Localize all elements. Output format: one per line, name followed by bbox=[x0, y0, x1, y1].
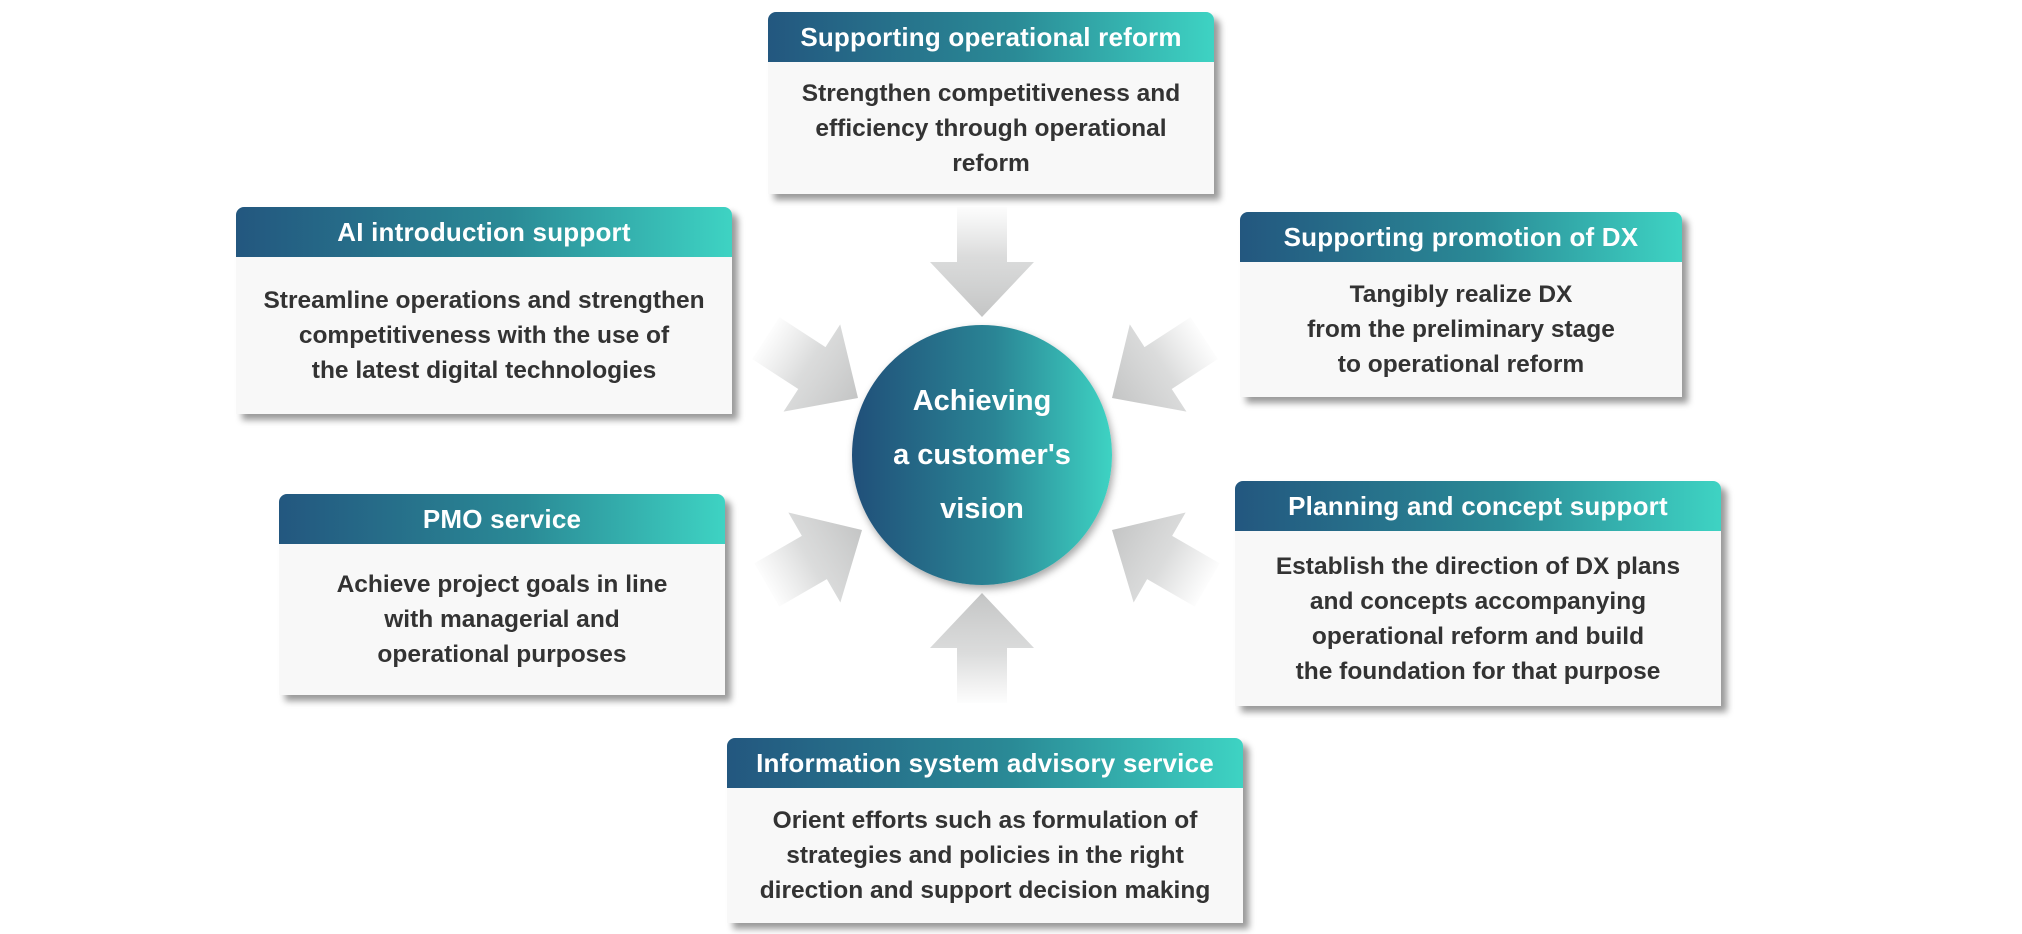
card-title: PMO service bbox=[279, 494, 725, 544]
card-description: Orient efforts such as formulation of st… bbox=[759, 807, 1211, 904]
card-title: Information system advisory service bbox=[727, 738, 1243, 788]
arrow-top-right bbox=[1112, 317, 1218, 412]
arrow-top-left bbox=[752, 317, 858, 412]
card-planning-and-concept-support: Planning and concept support Establish t… bbox=[1235, 481, 1721, 706]
card-description: Achieve project goals in line with manag… bbox=[336, 571, 668, 668]
card-description: Streamline operations and strengthen com… bbox=[263, 287, 705, 384]
card-description: Strengthen competitiveness and efficienc… bbox=[801, 79, 1181, 177]
card-ai-introduction-support: AI introduction support Streamline opera… bbox=[236, 207, 732, 414]
card-title: AI introduction support bbox=[236, 207, 732, 257]
card-title: Supporting promotion of DX bbox=[1240, 212, 1682, 262]
arrow-bottom bbox=[930, 593, 1034, 703]
card-supporting-promotion-of-dx: Supporting promotion of DX Tangibly real… bbox=[1240, 212, 1682, 397]
center-vision-circle: Achieving a customer's vision bbox=[852, 325, 1112, 585]
card-information-system-advisory-service: Information system advisory service Orie… bbox=[727, 738, 1243, 923]
card-title: Planning and concept support bbox=[1235, 481, 1721, 531]
card-description: Establish the direction of DX plans and … bbox=[1275, 552, 1681, 685]
card-pmo-service: PMO service Achieve project goals in lin… bbox=[279, 494, 725, 695]
arrow-top bbox=[930, 207, 1034, 317]
card-supporting-operational-reform: Supporting operational reform Strengthen… bbox=[768, 12, 1214, 194]
center-vision-text: Achieving a customer's vision bbox=[893, 385, 1071, 525]
card-description: Tangibly realize DX from the preliminary… bbox=[1307, 281, 1615, 378]
arrow-bottom-right bbox=[1112, 512, 1220, 607]
card-title: Supporting operational reform bbox=[768, 12, 1214, 62]
arrow-bottom-left bbox=[754, 512, 862, 607]
